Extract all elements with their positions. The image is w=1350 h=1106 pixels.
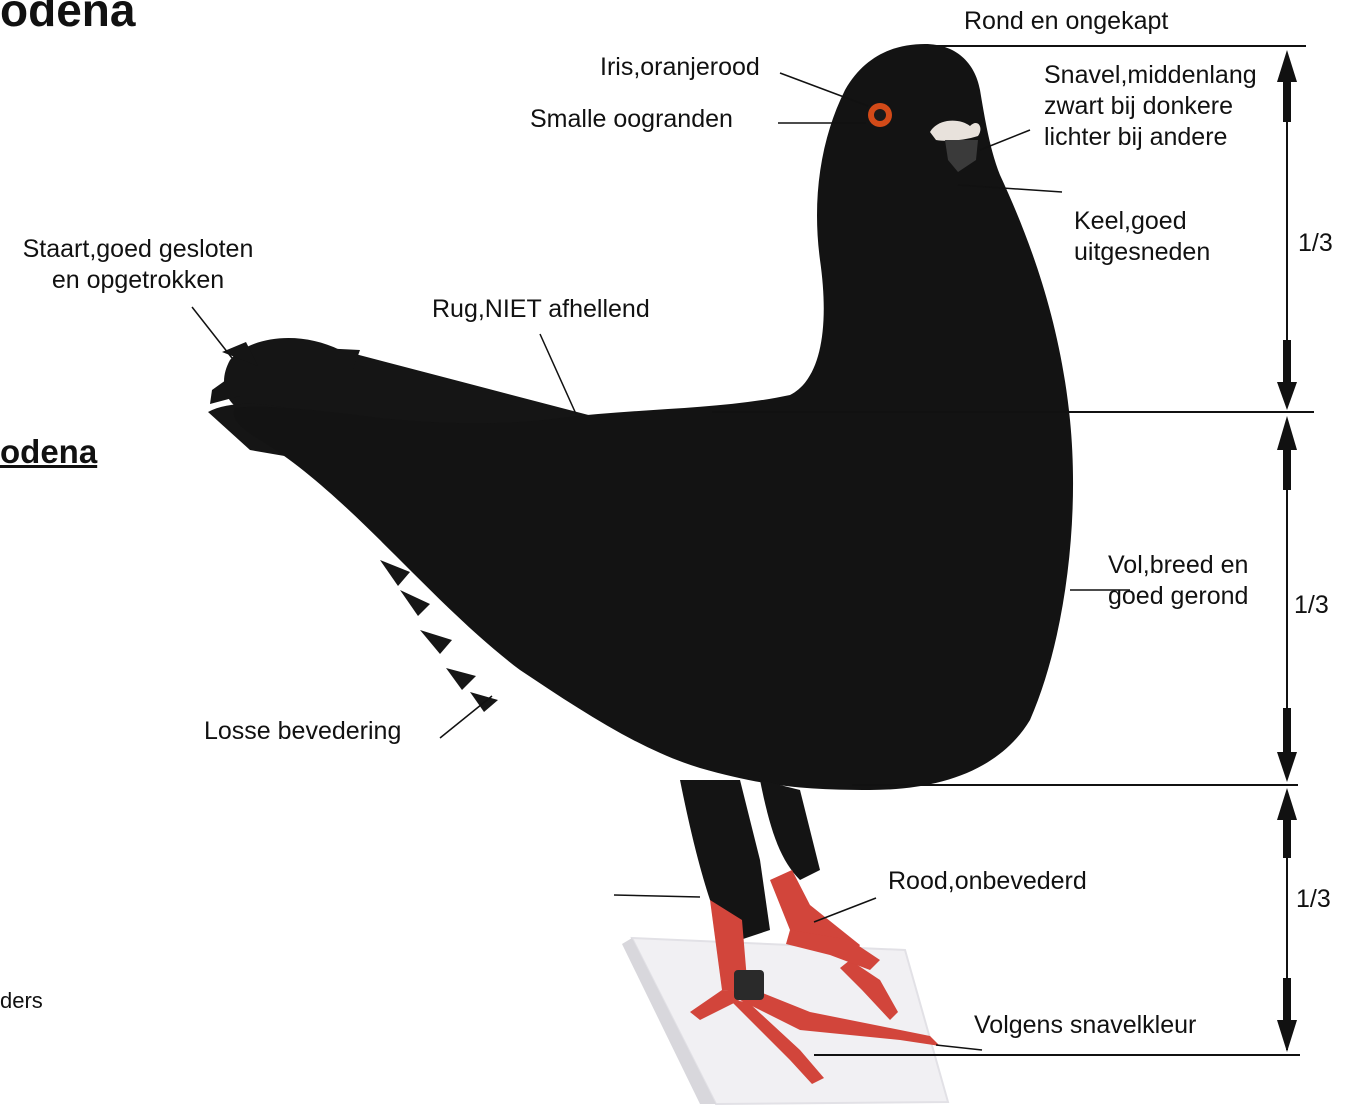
label-back: Rug,NIET afhellend [432,294,650,325]
label-tail-line-2: en opgetrokken [8,265,268,296]
label-head-shape: Rond en ongekapt [964,6,1168,37]
page-title-partial: odena [0,0,135,36]
label-iris: Iris,oranjerood [600,52,760,83]
label-eye-ceres: Smalle oogranden [530,104,733,135]
proportion-top: 1/3 [1298,228,1333,258]
label-throat-line-1: Keel,goed [1074,206,1210,237]
breed-subtitle-partial: odena [0,432,97,472]
label-breast-line-1: Vol,breed en [1108,550,1248,581]
label-beak: Snavel,middenlang zwart bij donkere lich… [1044,60,1257,153]
label-throat: Keel,goed uitgesneden [1074,206,1210,268]
label-breast-line-2: goed gerond [1108,581,1248,612]
proportion-middle: 1/3 [1294,590,1329,620]
label-tail-line-1: Staart,goed gesloten [8,234,268,265]
dimension-arrows [1277,50,1297,1052]
label-legs: Rood,onbevederd [888,866,1087,897]
label-feathering: Losse bevedering [204,716,401,747]
label-beak-line-2: zwart bij donkere [1044,91,1257,122]
pigeon-body [234,44,1073,790]
label-tail: Staart,goed gesloten en opgetrokken [8,234,268,296]
footnote-partial: ders [0,987,43,1015]
proportion-bottom: 1/3 [1296,884,1331,914]
label-beak-line-3: lichter bij andere [1044,122,1257,153]
label-nails: Volgens snavelkleur [974,1010,1196,1041]
label-beak-line-1: Snavel,middenlang [1044,60,1257,91]
label-breast: Vol,breed en goed gerond [1108,550,1248,612]
label-throat-line-2: uitgesneden [1074,237,1210,268]
